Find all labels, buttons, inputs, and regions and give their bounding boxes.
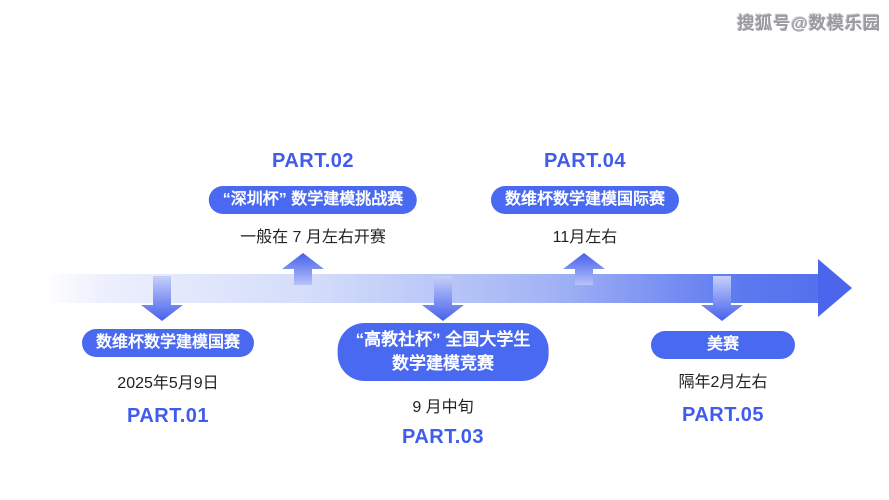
down-arrow-icon: [701, 276, 743, 321]
competition-pill: 数维杯数学建模国赛: [81, 329, 255, 357]
sohu-watermark: 搜狐号@数模乐园: [737, 14, 881, 33]
down-arrow-icon: [141, 276, 183, 321]
part-label: PART.03: [401, 426, 485, 448]
competition-date: 11月左右: [552, 229, 618, 246]
down-arrow-icon: [422, 276, 464, 321]
timeline-item-part01: 数维杯数学建模国赛 2025年5月9日 PART.01: [81, 329, 255, 428]
up-arrow-icon: [563, 253, 605, 285]
up-arrow-icon: [282, 253, 324, 285]
competition-pill: “深圳杯” 数学建模挑战赛: [208, 186, 418, 214]
competition-pill: 美赛: [650, 331, 796, 359]
part-label: PART.05: [681, 404, 765, 426]
part-label: PART.04: [543, 150, 627, 172]
competition-pill: 数维杯数学建模国际赛: [490, 186, 680, 214]
part-label: PART.01: [126, 405, 210, 427]
timeline-band: [44, 274, 820, 303]
competition-date: 9 月中旬: [412, 399, 474, 416]
timeline-item-part05: 美赛 隔年2月左右 PART.05: [650, 331, 796, 427]
timeline-arrowhead-icon: [818, 259, 852, 317]
timeline-item-part03: “高教社杯” 全国大学生 数学建模竞赛 9 月中旬 PART.03: [337, 323, 549, 449]
competition-date: 一般在 7 月左右开赛: [240, 229, 386, 246]
competition-pill: “高教社杯” 全国大学生 数学建模竞赛: [337, 323, 549, 381]
timeline-item-part02: PART.02 “深圳杯” 数学建模挑战赛 一般在 7 月左右开赛: [208, 150, 418, 247]
competition-pill-line2: 数学建模竞赛: [391, 354, 494, 373]
competition-date: 2025年5月9日: [117, 375, 219, 392]
competition-date: 隔年2月左右: [678, 374, 768, 391]
competition-pill-line1: “高教社杯” 全国大学生: [355, 330, 531, 349]
part-label: PART.02: [271, 150, 355, 172]
timeline-item-part04: PART.04 数维杯数学建模国际赛 11月左右: [490, 150, 680, 247]
